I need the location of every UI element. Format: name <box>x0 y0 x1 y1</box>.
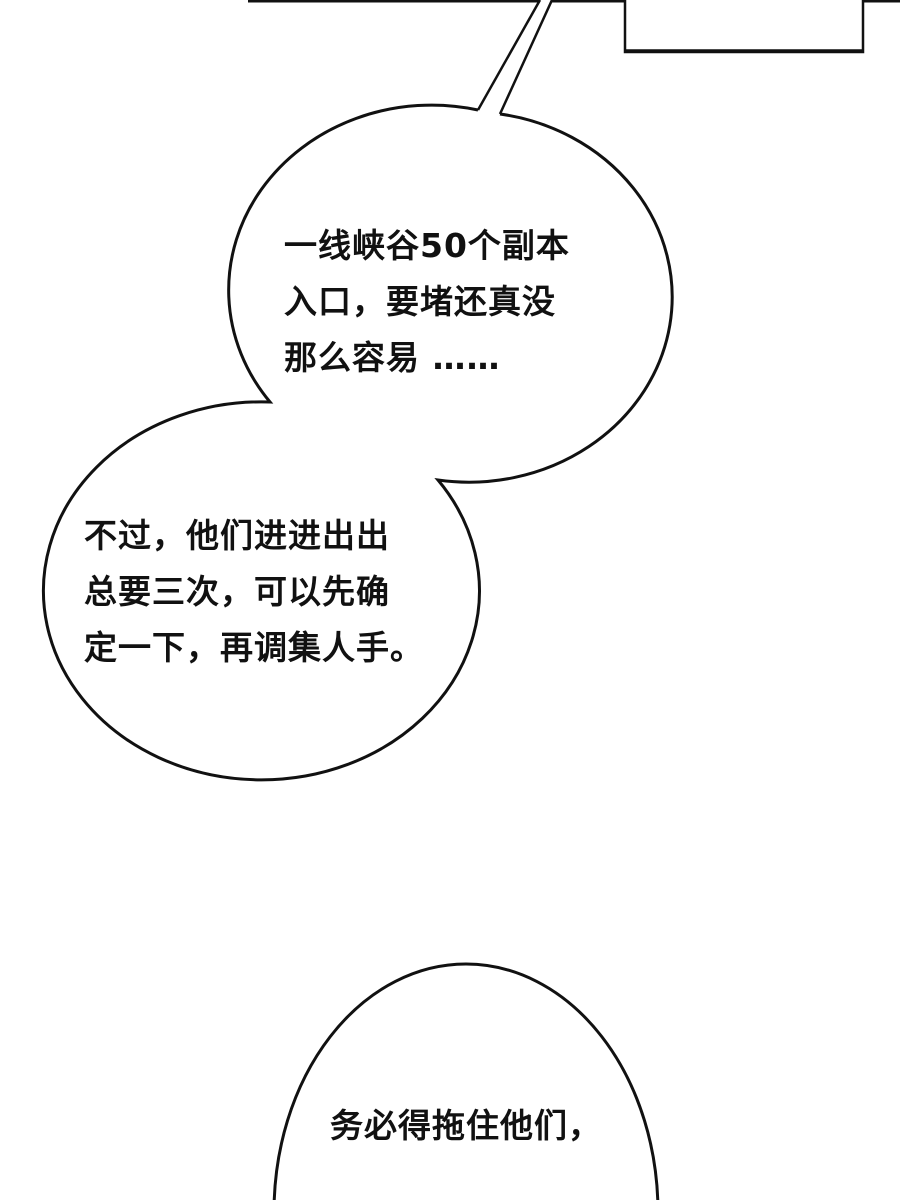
bubble-3-line-1: 务必得拖住他们， <box>330 1106 602 1145</box>
bubble-1-line-3: 那么容易 …… <box>284 338 501 377</box>
caption-box <box>623 0 865 54</box>
bubble-2-text: 不过，他们进进出出 总要三次，可以先确 定一下，再调集人手。 <box>84 508 424 676</box>
speech-bubble-3 <box>272 962 660 1200</box>
bubble-3-text: 务必得拖住他们， <box>330 1098 602 1154</box>
bubble-1-text: 一线峡谷50个副本 入口，要堵还真没 那么容易 …… <box>284 218 570 386</box>
speech-bubble-merged <box>41 0 674 782</box>
bubble-1-line-1: 一线峡谷50个副本 <box>284 226 570 265</box>
bubble-2-line-2: 总要三次，可以先确 <box>84 572 390 611</box>
bubble-2-line-1: 不过，他们进进出出 <box>84 516 390 555</box>
bubble-1-line-2: 入口，要堵还真没 <box>284 282 556 321</box>
bubble-2-line-3: 定一下，再调集人手。 <box>84 628 424 667</box>
